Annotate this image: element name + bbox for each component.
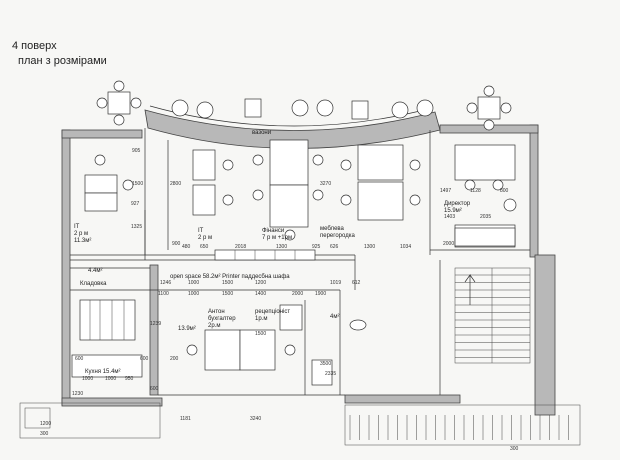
- dimension-label: 925: [312, 244, 321, 250]
- dimension-label: 2000: [443, 241, 454, 247]
- dimension-label: 1000: [188, 280, 199, 286]
- dimension-label: 1403: [444, 214, 455, 220]
- dimension-label: 2335: [325, 371, 336, 377]
- dimension-label: 800: [500, 188, 509, 194]
- accountant-desks: [186, 304, 303, 371]
- dimension-label: 1500: [222, 280, 233, 286]
- partition-desks: [340, 144, 421, 221]
- window-left-bottom: [19, 402, 161, 439]
- room-label-area-4: 4м²: [330, 314, 339, 320]
- dimension-label: 600: [150, 386, 159, 392]
- dimension-label: 650: [200, 244, 209, 250]
- terrace-table-right: [466, 85, 512, 131]
- dimension-label: 1000: [105, 376, 116, 382]
- dimension-label: 1100: [158, 291, 169, 297]
- room-label-vases: вазони: [252, 130, 271, 136]
- room-label-kitchen: Кухня 15.4м²: [85, 369, 121, 375]
- dimension-label: 300: [510, 446, 519, 452]
- openspace-cabinets: [214, 249, 316, 261]
- dimension-label: 600: [75, 356, 84, 362]
- dimension-label: 300: [40, 431, 49, 437]
- dimension-label: 612: [352, 280, 361, 286]
- dimension-label: 200: [170, 356, 179, 362]
- kitchen-furniture: [71, 299, 143, 378]
- dimension-label: 1128: [470, 188, 481, 194]
- sofa: [454, 227, 516, 247]
- dimension-label: 1200: [40, 421, 51, 427]
- dimension-label: 1325: [131, 224, 142, 230]
- dimension-label: 2018: [235, 244, 246, 250]
- dimension-label: 3500: [320, 361, 331, 367]
- dimension-label: 1400: [255, 291, 266, 297]
- dimension-label: 1300: [276, 244, 287, 250]
- dimension-label: 480: [182, 244, 191, 250]
- dimension-label: 1019: [330, 280, 341, 286]
- floor-title: 4 поверх: [12, 40, 57, 52]
- dimension-label: 927: [131, 201, 140, 207]
- dimension-label: 2035: [480, 214, 491, 220]
- dimension-label: 1000: [82, 376, 93, 382]
- dimension-label: 626: [330, 244, 339, 250]
- dimension-label: 1230: [72, 391, 83, 397]
- dimension-label: 1239: [150, 321, 161, 327]
- dimension-label: 900: [172, 241, 181, 247]
- dimension-label: 1500: [255, 331, 266, 337]
- floor-subtitle: план з розмірами: [18, 55, 107, 67]
- dimension-label: 3240: [250, 416, 261, 422]
- room-label-openspace: open space 58.2м² Printer паддесбна шафа: [170, 274, 290, 280]
- dimension-label: 1034: [400, 244, 411, 250]
- dimension-label: 2800: [170, 181, 181, 187]
- staircase: [454, 267, 531, 364]
- dimension-label: 1200: [255, 280, 266, 286]
- dimension-label: 1246: [160, 280, 171, 286]
- room-label-storage: Кладовка: [80, 281, 107, 287]
- dimension-labels: 905 1500 927 1325 1497 1128 800 1403 2035 2800 327…: [40, 148, 519, 452]
- it-small-desks: [84, 154, 134, 212]
- wc-fixtures: [311, 319, 367, 386]
- dimension-label: 1497: [440, 188, 451, 194]
- dimension-label: 905: [132, 148, 141, 154]
- terrace-planters: [171, 98, 434, 120]
- room-label-area-13: 13.9м²: [178, 326, 196, 332]
- dimension-label: 1000: [188, 291, 199, 297]
- dimension-label: 1900: [315, 291, 326, 297]
- dimension-label: 950: [125, 376, 134, 382]
- dimension-label: 1300: [364, 244, 375, 250]
- dimension-label: 2000: [292, 291, 303, 297]
- dimension-label: 1500: [222, 291, 233, 297]
- dimension-label: 1181: [180, 416, 191, 422]
- landing-railing: [344, 404, 581, 446]
- dimension-label: 600: [140, 356, 149, 362]
- finance-desks: [252, 139, 324, 241]
- dimension-label: 3270: [320, 181, 331, 187]
- room-label-storage-area: 4.4м²: [88, 268, 102, 274]
- terrace-table-left: [96, 80, 142, 126]
- it-room-desks: [192, 149, 234, 216]
- dimension-label: 1500: [132, 181, 143, 187]
